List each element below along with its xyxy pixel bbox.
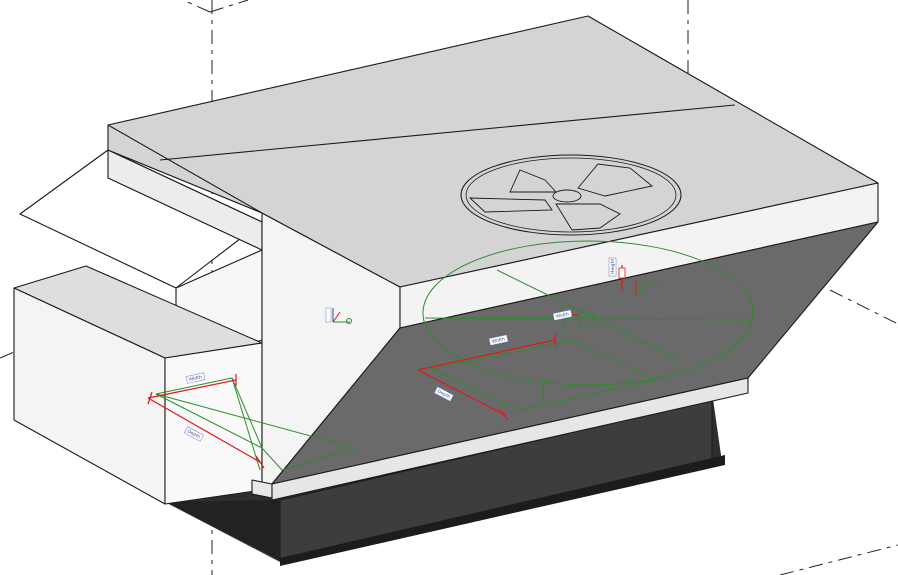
underside [271, 221, 879, 501]
dimension-tag[interactable]: Height [608, 257, 617, 277]
dimension-tag[interactable]: Depth [433, 386, 454, 402]
reference-planes [155, 240, 754, 471]
dimension-tag-label: Depth [436, 388, 451, 400]
dimension-tag[interactable]: Width [552, 309, 573, 321]
base-plinth [165, 392, 725, 566]
dimension-tag-label: Width [491, 336, 505, 345]
dimension-tag[interactable]: Width [185, 372, 206, 384]
origin-icon[interactable] [325, 307, 352, 324]
dimension-lines [147, 265, 623, 469]
connector-icon[interactable] [618, 267, 642, 296]
roof [107, 15, 879, 329]
dimension-tag-label: Height [610, 259, 616, 274]
dimension-tag-label: Depth [186, 428, 201, 440]
dimension-tag-label: Width [555, 311, 569, 320]
fan-icon [460, 154, 682, 236]
intake-hood [19, 149, 263, 371]
dimension-tag-label: Width [188, 374, 202, 383]
dimension-tag[interactable]: Depth [183, 426, 204, 442]
dimension-tag[interactable]: Width [488, 334, 509, 346]
